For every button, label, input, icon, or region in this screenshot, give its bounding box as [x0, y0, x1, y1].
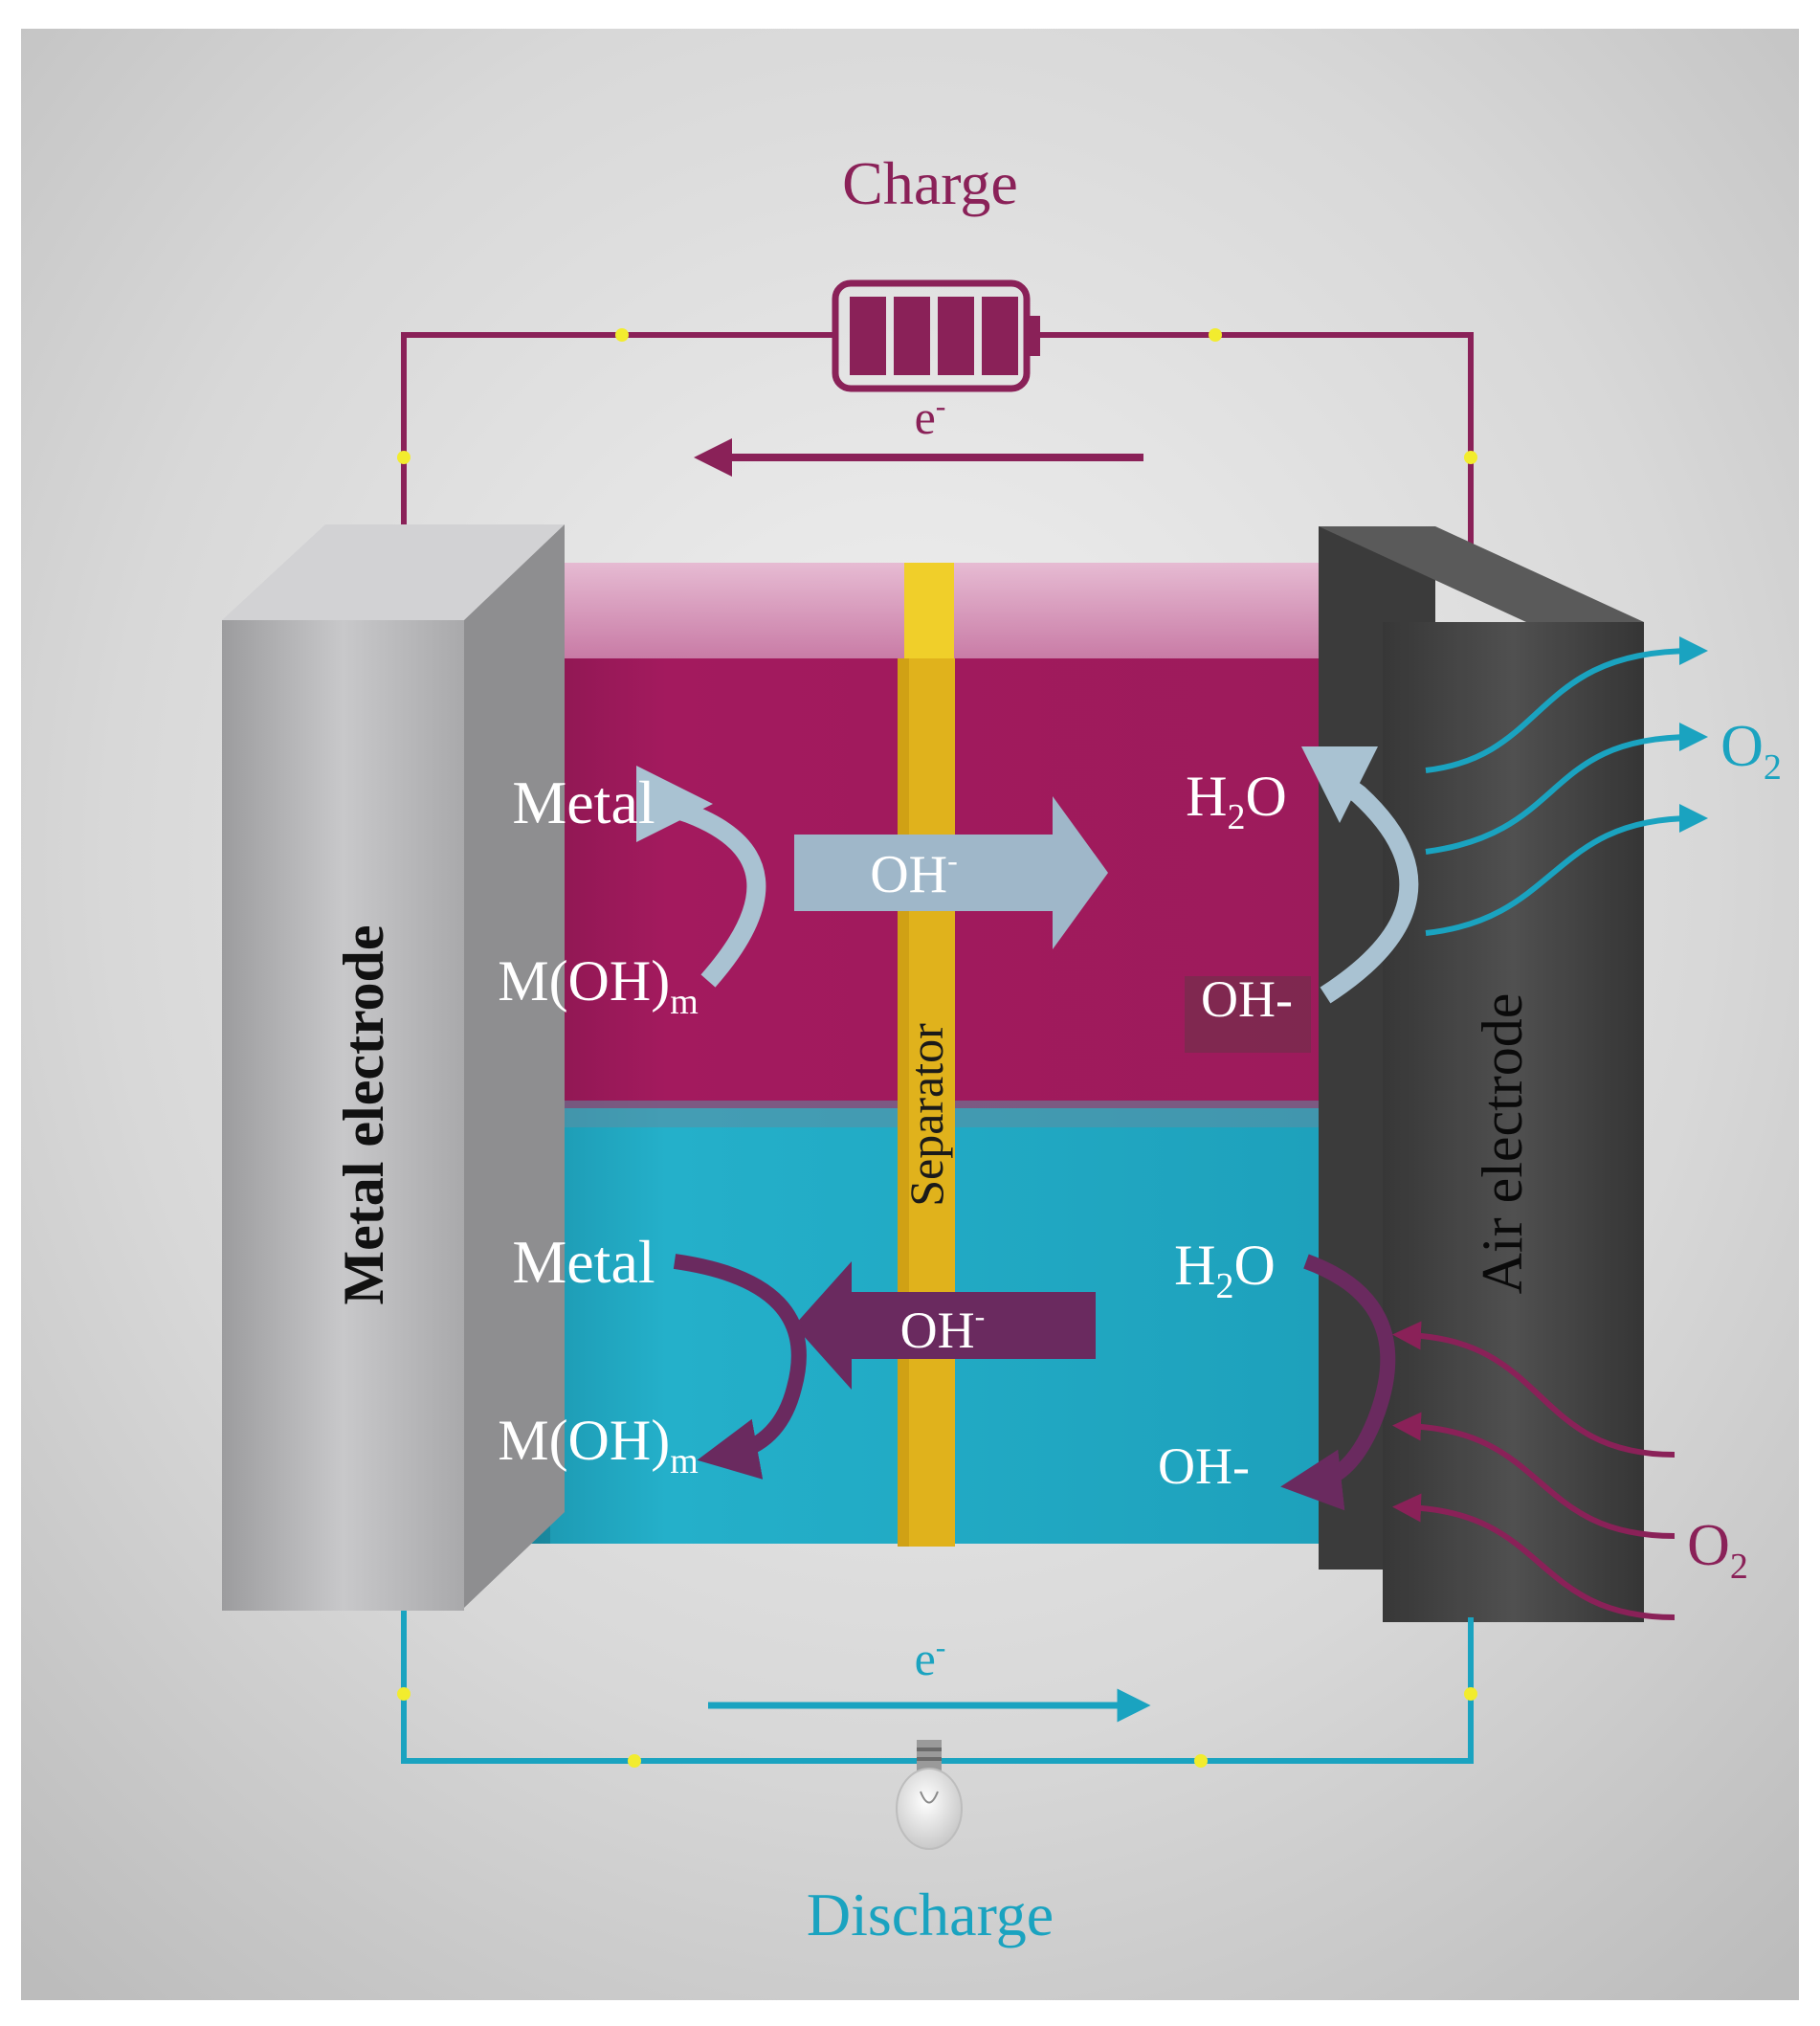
- discharge-o2-stream: [1392, 1321, 1676, 1458]
- charge-water-label: H2O: [1186, 765, 1287, 837]
- circuit-node: [1194, 1754, 1208, 1768]
- discharge-electron-label: e-: [915, 1630, 946, 1685]
- circuit-node: [397, 451, 411, 464]
- circuit-node: [397, 1687, 411, 1701]
- charge-o2-label: O2: [1720, 714, 1782, 788]
- discharge-metal-curve-arrow: [673, 1254, 807, 1480]
- discharge-metal-label: Metal: [512, 1228, 655, 1296]
- discharge-o2-stream: [1392, 1412, 1676, 1539]
- circuit-node: [615, 328, 629, 342]
- discharge-hydroxide-label: M(OH)m: [498, 1409, 699, 1481]
- charge-circuit: e- Charge: [397, 149, 1477, 574]
- charge-metal-curve-arrow: [635, 766, 766, 988]
- charge-ion-arrow: [794, 796, 1108, 949]
- discharge-ion-label: OH-: [900, 1299, 986, 1359]
- metal-electrode: [222, 524, 565, 1611]
- charge-ion-right-box: [1185, 976, 1311, 1053]
- charge-metal-label: Metal: [512, 768, 655, 836]
- charge-wire-right: [1035, 332, 1474, 574]
- charge-water-curve-arrow: [1301, 746, 1419, 1004]
- charge-wire: [401, 332, 832, 574]
- circuit-node: [1209, 328, 1222, 342]
- charge-label: Charge: [842, 149, 1018, 217]
- charge-o2-stream: [1425, 636, 1708, 773]
- discharge-reactions: OH- Metal M(OH)m H2O OH- O2: [498, 1228, 1748, 1620]
- charge-o2-stream: [1425, 723, 1708, 855]
- discharge-ion-arrow: [794, 1261, 1096, 1390]
- charge-hydroxide-label: M(OH)m: [498, 949, 699, 1022]
- charge-ion-right-label: OH-: [1201, 970, 1293, 1028]
- metal-electrode-label: Metal electrode: [332, 924, 395, 1304]
- air-electrode-label: Air electrode: [1471, 993, 1534, 1295]
- separator-label: Separator: [899, 1023, 953, 1207]
- light-bulb-icon: [896, 1740, 963, 1850]
- discharge-o2-stream: [1392, 1493, 1676, 1620]
- charge-o2-stream: [1425, 804, 1708, 936]
- circuit-node: [628, 1754, 641, 1768]
- discharge-circuit: e- Discharge: [397, 1611, 1477, 1948]
- battery-icon: [832, 279, 1040, 392]
- circuit-node: [1464, 451, 1477, 464]
- discharge-ion-right-label: OH-: [1158, 1437, 1250, 1495]
- circuit-node: [1464, 1687, 1477, 1701]
- discharge-o2-label: O2: [1687, 1513, 1748, 1587]
- discharge-water-curve-arrow: [1280, 1254, 1396, 1511]
- charge-electron-label: e-: [915, 389, 946, 444]
- charge-reactions: OH- Metal M(OH)m H2O OH- O2: [498, 636, 1782, 1053]
- discharge-label: Discharge: [807, 1881, 1054, 1948]
- charge-ion-label: OH-: [870, 843, 958, 904]
- discharge-water-label: H2O: [1174, 1234, 1276, 1306]
